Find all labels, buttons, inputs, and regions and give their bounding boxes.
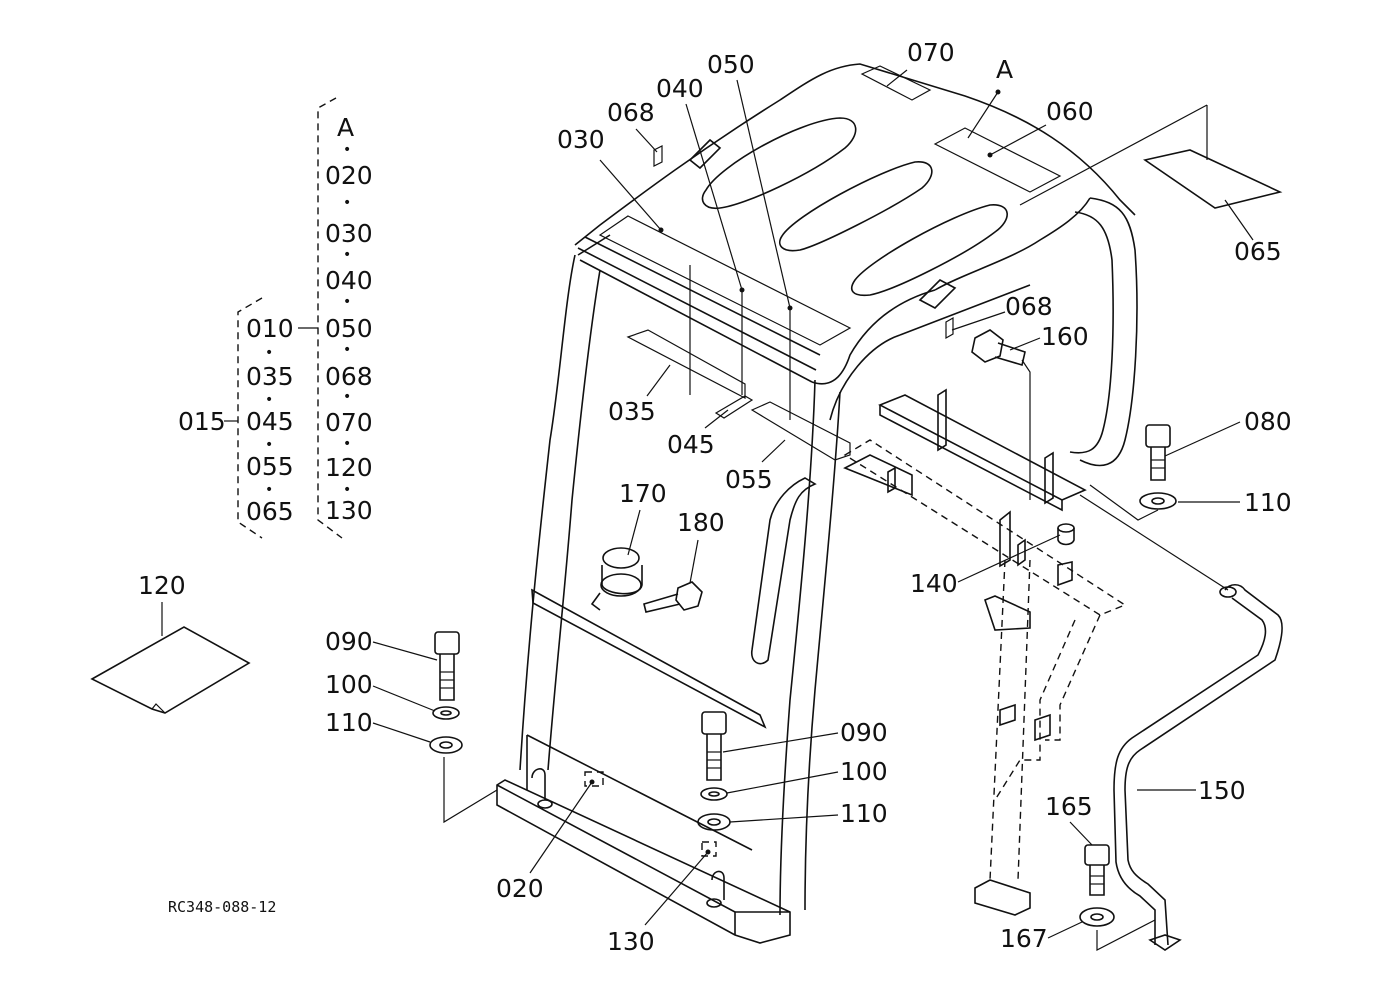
- decal-065: [1143, 149, 1283, 209]
- svg-text:068: 068: [325, 362, 373, 391]
- svg-text:055: 055: [246, 452, 294, 481]
- svg-text:•: •: [265, 392, 273, 408]
- svg-text:120: 120: [325, 453, 373, 482]
- svg-text:•: •: [343, 247, 351, 263]
- label-065: 065: [1234, 237, 1282, 266]
- decal-068a: [653, 145, 663, 167]
- bolt-080: [1145, 424, 1171, 481]
- mount-bracket-assembly: [843, 388, 1127, 916]
- washer-167: [1079, 907, 1156, 951]
- label-110-right: 110: [840, 799, 888, 828]
- bolt-160: [971, 329, 1031, 500]
- svg-text:050: 050: [325, 314, 373, 343]
- washer-110-top: [1089, 484, 1177, 521]
- decal-060: [933, 127, 1062, 193]
- svg-text:120: 120: [138, 571, 186, 600]
- bolt-165: [1084, 844, 1110, 896]
- bolt-090-right: [701, 711, 727, 781]
- svg-text:•: •: [343, 389, 351, 405]
- spacer-140: [1057, 523, 1075, 546]
- label-070: 070: [907, 38, 955, 67]
- svg-text:030: 030: [325, 219, 373, 248]
- label-035: 035: [608, 397, 656, 426]
- callouts: 070 A 060 050 040 068 030 065 068 160 03…: [325, 38, 1292, 956]
- decal-035: [626, 329, 746, 399]
- label-040: 040: [656, 74, 704, 103]
- label-110-left: 110: [325, 708, 373, 737]
- label-030: 030: [557, 125, 605, 154]
- washer-110-right: [697, 813, 731, 831]
- part-120-sheet: 120: [90, 571, 251, 714]
- label-130: 130: [607, 927, 655, 956]
- svg-text:•: •: [343, 195, 351, 211]
- label-140: 140: [910, 569, 958, 598]
- svg-text:•: •: [265, 437, 273, 453]
- washer-110-left: [429, 736, 498, 824]
- washer-100-right: [700, 787, 728, 801]
- decal-055: [750, 401, 851, 461]
- decal-070: [860, 65, 932, 101]
- label-020: 020: [496, 874, 544, 903]
- svg-text:070: 070: [325, 408, 373, 437]
- svg-text:045: 045: [246, 407, 294, 436]
- label-080: 080: [1244, 407, 1292, 436]
- svg-text:065: 065: [246, 497, 294, 526]
- svg-text:•: •: [265, 345, 273, 361]
- label-160: 160: [1041, 322, 1089, 351]
- decal-068b: [945, 316, 954, 340]
- kit-015-bracket: 010 • 035 • 045 • 055 • 065 015: [178, 297, 318, 539]
- kit-a-label: A: [337, 113, 354, 142]
- svg-text:040: 040: [325, 266, 373, 295]
- label-150: 150: [1198, 776, 1246, 805]
- label-090-right: 090: [840, 718, 888, 747]
- kit-a-bracket: A • 020 • 030 • 040 • 050 • 068 • 070 • …: [317, 97, 373, 539]
- svg-text:035: 035: [246, 362, 294, 391]
- label-165: 165: [1045, 792, 1093, 821]
- label-068-right: 068: [1005, 292, 1053, 321]
- svg-text:•: •: [343, 482, 351, 498]
- label-170: 170: [619, 479, 667, 508]
- svg-text:•: •: [343, 436, 351, 452]
- kit-015-item-010: 010: [246, 314, 294, 343]
- svg-text:•: •: [343, 342, 351, 358]
- rops-frame: [496, 63, 1138, 944]
- kit-015-label: 015: [178, 407, 226, 436]
- washer-100-left: [432, 706, 460, 720]
- label-050: 050: [707, 50, 755, 79]
- decal-030: [598, 215, 852, 346]
- bolt-180: [643, 581, 703, 613]
- label-068-top: 068: [607, 98, 655, 127]
- bolt-090-left: [434, 631, 460, 701]
- svg-text:130: 130: [325, 496, 373, 525]
- label-055: 055: [725, 465, 773, 494]
- label-110-top: 110: [1244, 488, 1292, 517]
- svg-text:020: 020: [325, 161, 373, 190]
- svg-text:•: •: [343, 294, 351, 310]
- label-180: 180: [677, 508, 725, 537]
- label-A: A: [996, 55, 1013, 84]
- decal-045: [714, 395, 754, 419]
- drawing-code: RC348-088-12: [168, 898, 276, 916]
- clamp-170: [590, 547, 643, 611]
- label-100-right: 100: [840, 757, 888, 786]
- svg-text:•: •: [265, 482, 273, 498]
- label-100-left: 100: [325, 670, 373, 699]
- label-090-left: 090: [325, 627, 373, 656]
- label-167: 167: [1000, 924, 1048, 953]
- label-060: 060: [1046, 97, 1094, 126]
- svg-text:•: •: [343, 142, 351, 158]
- rod-150: [1079, 494, 1283, 951]
- label-045: 045: [667, 430, 715, 459]
